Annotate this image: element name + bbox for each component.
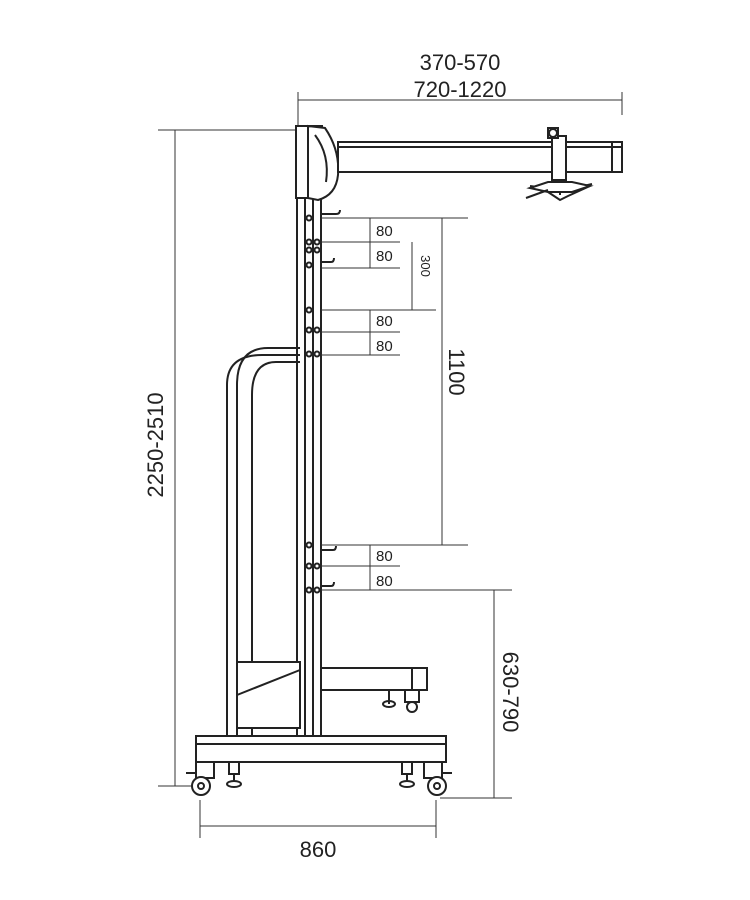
pitch-label-6: 80 — [376, 573, 393, 590]
base-width-dimension: 860 — [199, 800, 437, 862]
pitch-label-4: 80 — [376, 338, 393, 355]
arm-reach-label-a: 370-570 — [420, 50, 501, 75]
arm-reach-label-b: 720-1220 — [414, 77, 507, 102]
mast-holes — [305, 214, 321, 594]
right-caster-icon — [423, 761, 452, 796]
pitch-label-5: 80 — [376, 548, 393, 565]
arm-reach-dimension: 370-570 720-1220 — [297, 50, 623, 128]
base-width-label: 860 — [300, 837, 337, 862]
projector-arm — [307, 124, 623, 202]
outrigger-arm — [320, 667, 428, 713]
mast-hooks — [321, 209, 341, 587]
hole-span-dimension: 300 — [411, 242, 433, 310]
pitch-label-1: 80 — [376, 223, 393, 240]
hole-pitch-dimensions: 80 80 80 80 80 80 — [321, 217, 512, 591]
mount-span-label: 1100 — [444, 348, 469, 395]
vertical-mast — [295, 125, 323, 739]
left-caster-icon — [186, 761, 215, 796]
total-height-dimension: 2250-2510 — [143, 129, 300, 787]
pitch-label-3: 80 — [376, 313, 393, 330]
curved-support-frame — [226, 347, 300, 736]
bottom-height-dimension: 630-790 — [440, 590, 523, 799]
pitch-label-2: 80 — [376, 248, 393, 265]
base — [186, 735, 452, 796]
clamp-knob-icon — [548, 128, 558, 138]
lower-shelf — [236, 661, 301, 729]
bottom-height-label: 630-790 — [498, 652, 523, 733]
outrigger-caster-icon — [406, 701, 418, 713]
hole-span-label: 300 — [418, 255, 433, 277]
mount-span-dimension: 1100 — [441, 218, 469, 545]
total-height-label: 2250-2510 — [143, 392, 168, 497]
